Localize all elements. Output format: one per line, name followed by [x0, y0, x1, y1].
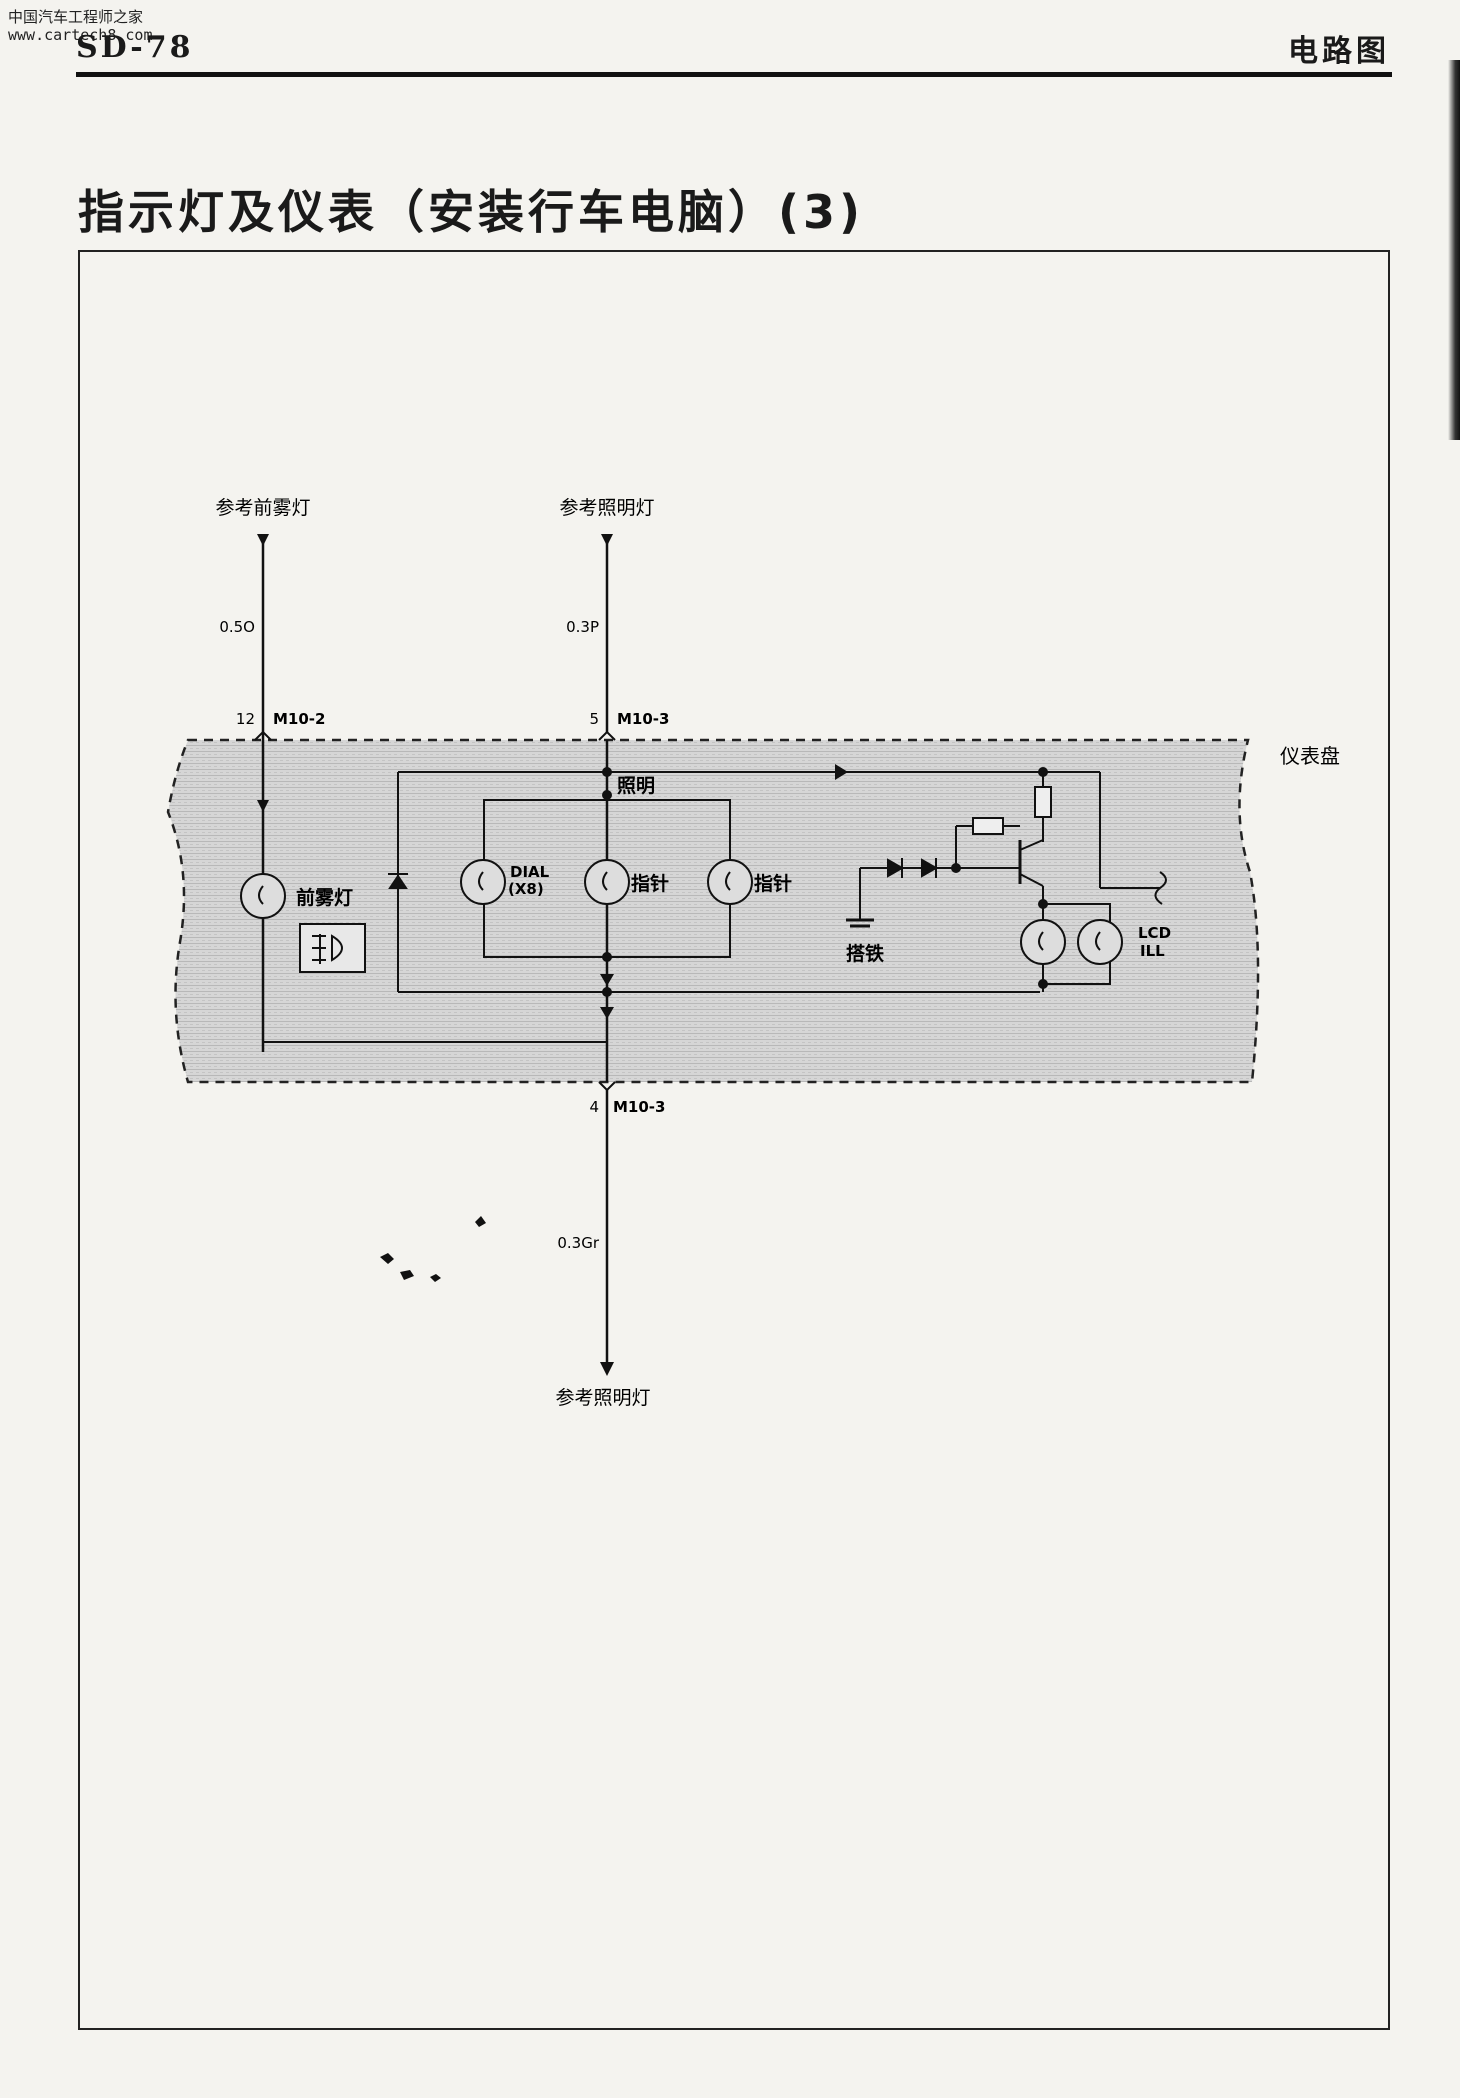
dial-bulb-filament — [478, 871, 484, 891]
wire-label-left: 0.5O — [219, 618, 255, 636]
ref-illumination-top: 参考照明灯 — [559, 497, 654, 519]
wire-label-middle-bottom: 0.3Gr — [557, 1234, 599, 1252]
wire-break-icon — [1154, 871, 1167, 905]
transistor-emitter — [1019, 873, 1044, 887]
lcd-label-1: LCD — [1138, 924, 1171, 942]
ref-illumination-bottom: 参考照明灯 — [555, 1387, 650, 1409]
resistor-vertical — [1034, 786, 1052, 818]
arrow-fog — [257, 800, 269, 812]
pointer-bulb-2-filament — [725, 871, 731, 891]
pointer-bulb-2 — [707, 859, 753, 905]
watermark-line-2: www.cartech8.com — [8, 26, 153, 44]
watermark-line-1: 中国汽车工程师之家 — [8, 8, 144, 26]
resistor-horizontal — [972, 817, 1004, 835]
connector-2-name: M10-3 — [617, 710, 669, 728]
lcd-label-2: ILL — [1140, 942, 1165, 960]
binder-edge — [1448, 60, 1460, 440]
panel-label: 仪表盘 — [1280, 744, 1340, 768]
diode-1 — [887, 858, 905, 878]
diode-arrow-top — [835, 764, 848, 780]
fog-icon — [312, 934, 343, 964]
arrow-illum-down — [600, 974, 614, 986]
lcd-bulb-1 — [1020, 919, 1066, 965]
instrument-panel-region — [166, 738, 1260, 1084]
pointer-bulb-1-filament — [602, 871, 608, 891]
lcd-bulb-2 — [1077, 919, 1123, 965]
ref-front-fog: 参考前雾灯 — [215, 497, 310, 519]
connector-3-name: M10-3 — [613, 1098, 665, 1116]
junction-dot — [1038, 979, 1048, 989]
diagram-frame: 参考前雾灯 参考照明灯 参考照明灯 0.5O 0.3P 12 M10-2 5 M… — [78, 250, 1390, 2030]
transistor-collector — [1019, 839, 1044, 851]
fog-lamp-bulb — [240, 873, 286, 919]
dial-bulb — [460, 859, 506, 905]
ref-arrow-bottom — [600, 1362, 614, 1376]
fog-lamp-filament — [258, 885, 264, 905]
page-code: SD-78 — [76, 30, 194, 65]
pointer-label-2: 指针 — [754, 872, 792, 895]
wire-label-middle-top: 0.3P — [566, 618, 599, 636]
lcd-bulb-2-filament — [1095, 931, 1101, 951]
junction-dot — [1038, 767, 1048, 777]
ground-label: 搭铁 — [846, 942, 884, 965]
fog-lamp-label: 前雾灯 — [296, 886, 353, 909]
connector-1-chevron — [254, 730, 272, 741]
connector-3-pin: 4 — [589, 1098, 599, 1116]
dial-label-2: (X8) — [508, 880, 544, 898]
watermark: 中国汽车工程师之家 www.cartech8.com — [8, 8, 153, 44]
connector-1-name: M10-2 — [273, 710, 325, 728]
junction-dot — [602, 790, 612, 800]
dial-label-1: DIAL — [510, 863, 550, 881]
lcd-bulb-1-filament — [1038, 931, 1044, 951]
illum-label: 照明 — [617, 775, 655, 797]
wiring-diagram: 参考前雾灯 参考照明灯 参考照明灯 0.5O 0.3P 12 M10-2 5 M… — [166, 497, 1340, 1409]
pointer-bulb-1 — [584, 859, 630, 905]
header-rule — [76, 72, 1392, 77]
arrow-fog-return — [600, 1007, 614, 1019]
connector-2-chevron — [598, 730, 616, 741]
diode-2 — [921, 858, 939, 878]
connector-1-pin: 12 — [236, 710, 255, 728]
section-label: 电路图 — [1288, 34, 1390, 69]
diode-left — [388, 873, 408, 889]
page-title: 指示灯及仪表（安装行车电脑）(3) — [78, 185, 865, 239]
connector-2-pin: 5 — [589, 710, 599, 728]
scan-blot — [380, 1216, 486, 1282]
fog-lamp-symbol — [299, 923, 366, 973]
pointer-label-1: 指针 — [631, 872, 669, 895]
